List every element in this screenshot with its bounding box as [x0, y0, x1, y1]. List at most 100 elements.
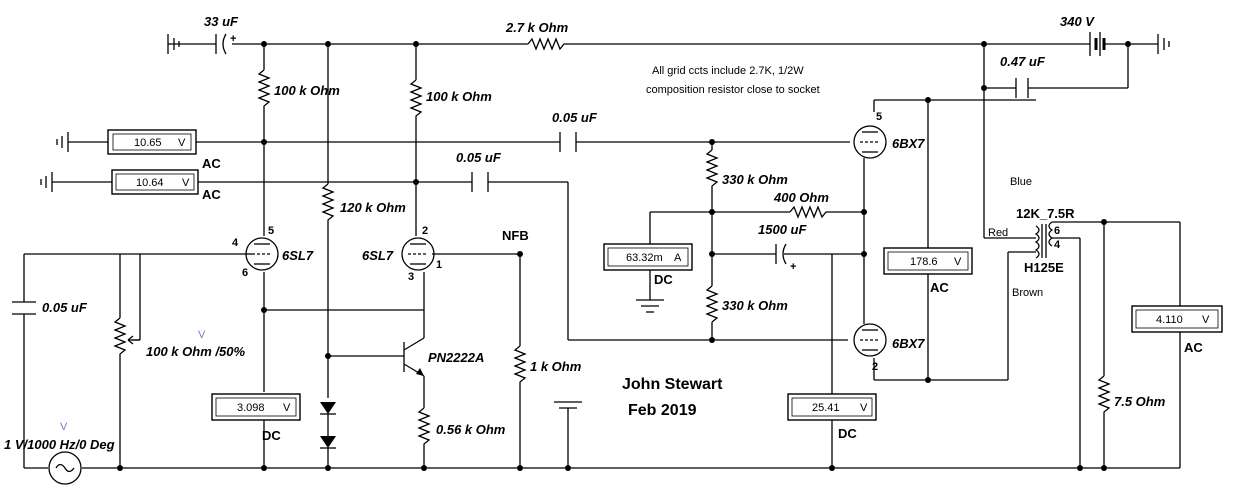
meter-6: 25.41 V DC: [787, 393, 877, 441]
label-2k7: 2.7 k Ohm: [505, 20, 569, 35]
tubes: [245, 125, 887, 357]
resistor-330k-top-icon: [705, 149, 719, 196]
svg-text:V: V: [182, 177, 190, 189]
resistor-330k-bot-icon: [705, 285, 719, 323]
battery-icon: [1089, 32, 1106, 56]
ground-icon: [167, 34, 180, 54]
label-6bx7-bot: 6BX7: [892, 336, 925, 351]
label-75: 7.5 Ohm: [1114, 394, 1166, 409]
svg-text:+: +: [790, 261, 796, 273]
label-047uf: 0.47 uF: [1000, 54, 1046, 69]
capacitor-1500uf-icon: +: [775, 243, 796, 273]
svg-text:+: +: [230, 33, 236, 45]
label-1500uf: 1500 uF: [758, 222, 807, 237]
capacitor-047uf-icon: [1015, 78, 1029, 98]
author-date: Feb 2019: [628, 402, 697, 419]
capacitor-005uf-a-icon: [559, 132, 577, 152]
svg-text:V: V: [1202, 314, 1210, 326]
capacitor-005uf-b-icon: [471, 172, 489, 192]
resistor-400-icon: [789, 205, 830, 219]
label-source: 1 V/1000 Hz/0 Deg: [4, 437, 115, 452]
resistor-100k-a-icon: [257, 69, 271, 112]
svg-text:DC: DC: [262, 428, 281, 443]
ground-symbols: [40, 32, 1170, 409]
meter-3: 63.32m A DC: [603, 243, 693, 287]
label-pot: 100 k Ohm /50%: [146, 344, 245, 359]
svg-text:5: 5: [876, 111, 882, 123]
svg-text:3.098: 3.098: [237, 402, 265, 414]
label-33uf: 33 uF: [204, 14, 239, 29]
diodes: [320, 402, 336, 449]
svg-text:AC: AC: [1184, 340, 1203, 355]
tube-6sl7-a-icon: [245, 237, 279, 271]
ac-source-icon: [48, 451, 82, 485]
ground-icon: [1157, 34, 1170, 54]
resistor-100k-b-icon: [409, 79, 423, 120]
label-nfb: NFB: [502, 228, 529, 243]
label-pn2222a: PN2222A: [428, 350, 484, 365]
label-100k-b: 100 k Ohm: [426, 89, 492, 104]
meter-2: 10.64 V AC: [111, 169, 221, 202]
svg-text:25.41: 25.41: [812, 402, 840, 414]
ground-icon: [40, 172, 53, 192]
label-100k-a: 100 k Ohm: [274, 83, 340, 98]
diode-icon: [320, 402, 336, 415]
svg-text:6: 6: [242, 267, 248, 279]
labels: 33 uF 2.7 k Ohm 340 V 0.47 uF 100 k Ohm …: [4, 14, 1166, 452]
label-6bx7-top: 6BX7: [892, 136, 925, 151]
label-1k: 1 k Ohm: [530, 359, 582, 374]
meter-7: 4.110 V AC: [1131, 305, 1223, 355]
label-005uf-in: 0.05 uF: [42, 300, 88, 315]
author-name: John Stewart: [622, 376, 723, 393]
svg-text:10.65: 10.65: [134, 137, 162, 149]
resistor-75-icon: [1097, 375, 1111, 420]
svg-text:V: V: [954, 256, 962, 268]
svg-text:V: V: [283, 402, 291, 414]
svg-text:4: 4: [232, 237, 239, 249]
resistor-056k-icon: [417, 407, 431, 452]
wires: [23, 43, 1181, 469]
label-wire-blue: Blue: [1010, 176, 1032, 188]
svg-text:3: 3: [408, 271, 414, 283]
svg-text:5: 5: [268, 225, 274, 237]
label-xfmr-ratio: 12K_7.5R: [1016, 206, 1075, 221]
svg-text:4: 4: [1054, 239, 1061, 251]
svg-text:V: V: [178, 137, 186, 149]
resistor-2k7-icon: [527, 37, 568, 51]
capacitors: + +: [12, 33, 1029, 315]
svg-text:A: A: [674, 252, 682, 264]
ground-icon: [636, 299, 664, 313]
note-line-1: All grid ccts include 2.7K, 1/2W: [652, 65, 804, 77]
label-330k-bot: 330 k Ohm: [722, 298, 788, 313]
meter-1: 10.65 V AC: [107, 129, 221, 171]
label-xfmr-name: H125E: [1024, 260, 1064, 275]
svg-text:178.6: 178.6: [910, 256, 938, 268]
svg-text:6: 6: [1054, 225, 1060, 237]
svg-text:AC: AC: [930, 280, 949, 295]
resistor-120k-icon: [321, 183, 335, 226]
label-330k-top: 330 k Ohm: [722, 172, 788, 187]
svg-text:V: V: [60, 421, 68, 433]
label-wire-brown: Brown: [1012, 287, 1043, 299]
svg-text:V: V: [860, 402, 868, 414]
resistors: [113, 37, 1111, 452]
tube-6bx7-top-icon: [853, 125, 887, 159]
junctions: [117, 41, 1131, 471]
pot-wiper-icon: [127, 335, 140, 345]
meter-4: 178.6 V AC: [883, 247, 973, 295]
label-400: 400 Ohm: [773, 190, 829, 205]
label-120k: 120 k Ohm: [340, 200, 406, 215]
diode-icon: [320, 436, 336, 449]
svg-text:V: V: [198, 329, 206, 341]
label-6sl7-b: 6SL7: [362, 248, 394, 263]
svg-text:2: 2: [872, 361, 878, 373]
label-056k: 0.56 k Ohm: [436, 422, 506, 437]
svg-text:DC: DC: [654, 272, 673, 287]
label-6sl7-a: 6SL7: [282, 248, 314, 263]
svg-text:2: 2: [422, 225, 428, 237]
svg-text:10.64: 10.64: [136, 177, 164, 189]
tube-6bx7-bot-icon: [853, 323, 887, 357]
svg-text:AC: AC: [202, 187, 221, 202]
resistor-1k-icon: [513, 345, 527, 386]
